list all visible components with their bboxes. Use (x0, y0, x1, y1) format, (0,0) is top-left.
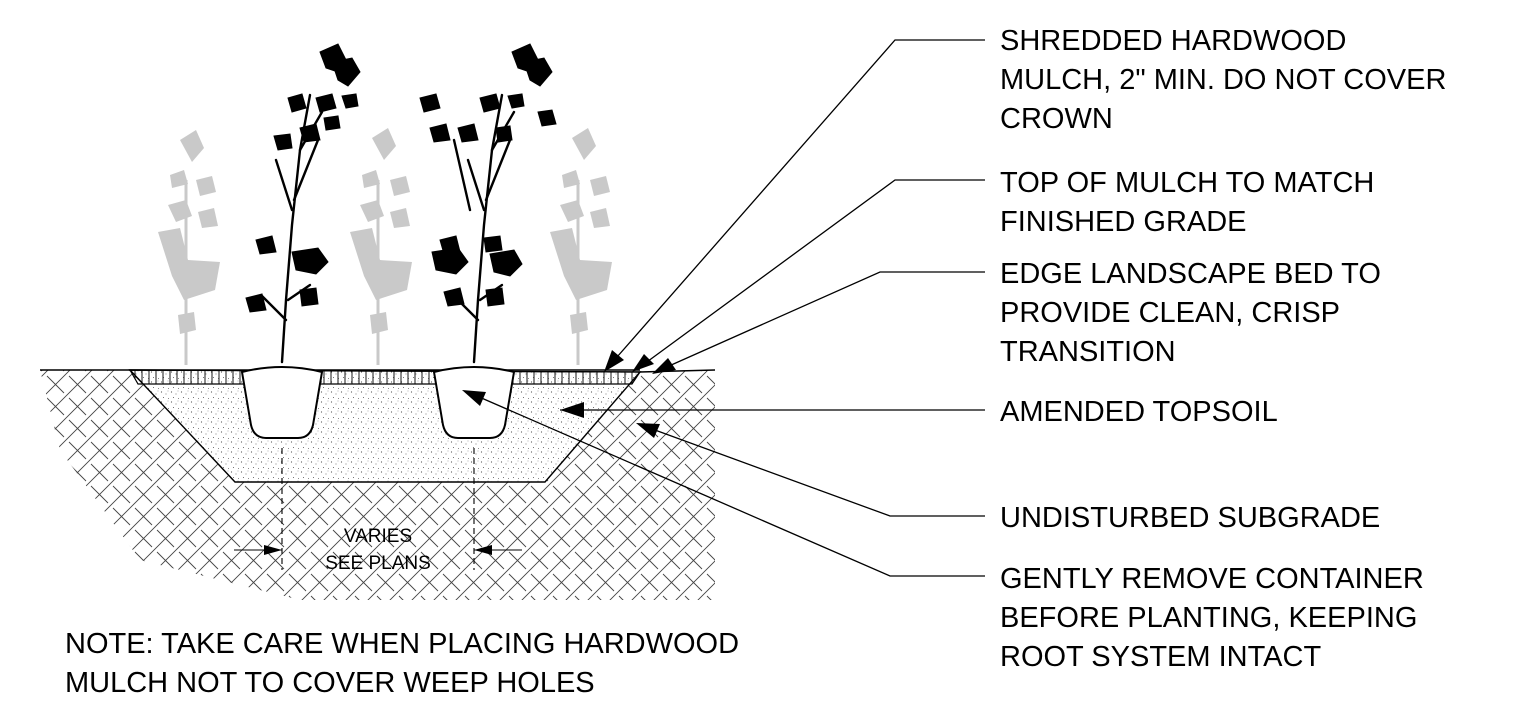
callout-top-of-mulch: TOP OF MULCH TO MATCH FINISHED GRADE (1000, 167, 1374, 238)
root-ball-right (432, 366, 516, 439)
svg-text:AMENDED TOPSOIL: AMENDED TOPSOIL (1000, 396, 1278, 428)
callout-topsoil: AMENDED TOPSOIL (1000, 396, 1278, 428)
callout-mulch: SHREDDED HARDWOOD MULCH, 2" MIN. DO NOT … (1000, 25, 1446, 135)
leader-edge (652, 271, 985, 374)
dimension-label-varies: VARIES (344, 526, 412, 547)
leader-top-of-mulch (632, 179, 985, 372)
svg-text:CROWN: CROWN (1000, 103, 1113, 135)
dimension-label-see-plans: SEE PLANS (325, 553, 431, 574)
leader-subgrade (636, 423, 985, 517)
svg-text:TRANSITION: TRANSITION (1000, 336, 1176, 368)
undisturbed-subgrade (40, 369, 716, 600)
leader-container (462, 390, 985, 577)
callout-edge: EDGE LANDSCAPE BED TO PROVIDE CLEAN, CRI… (1000, 258, 1381, 368)
svg-text:GENTLY REMOVE CONTAINER: GENTLY REMOVE CONTAINER (1000, 563, 1424, 595)
svg-text:NOTE: TAKE CARE WHEN PLACING H: NOTE: TAKE CARE WHEN PLACING HARDWOOD (65, 628, 739, 660)
svg-text:MULCH NOT TO COVER WEEP HOLES: MULCH NOT TO COVER WEEP HOLES (65, 667, 595, 699)
svg-text:SHREDDED HARDWOOD: SHREDDED HARDWOOD (1000, 25, 1346, 57)
black-plant-right (419, 43, 557, 364)
gray-plant-1 (158, 130, 220, 365)
svg-text:FINISHED GRADE: FINISHED GRADE (1000, 206, 1247, 238)
gray-plant-2 (350, 128, 412, 365)
svg-text:PROVIDE CLEAN, CRISP: PROVIDE CLEAN, CRISP (1000, 297, 1340, 329)
hardwood-mulch-layer (128, 369, 642, 385)
root-ball-left (240, 366, 324, 439)
callout-subgrade: UNDISTURBED SUBGRADE (1000, 502, 1380, 534)
svg-text:BEFORE PLANTING, KEEPING: BEFORE PLANTING, KEEPING (1000, 602, 1417, 634)
svg-text:MULCH, 2" MIN. DO NOT COVER: MULCH, 2" MIN. DO NOT COVER (1000, 64, 1446, 96)
gray-plant-3 (550, 128, 612, 365)
svg-text:UNDISTURBED SUBGRADE: UNDISTURBED SUBGRADE (1000, 502, 1380, 534)
leader-mulch (604, 39, 985, 372)
leader-topsoil (560, 402, 985, 418)
svg-text:TOP OF MULCH TO MATCH: TOP OF MULCH TO MATCH (1000, 167, 1374, 199)
black-plant-left (245, 43, 361, 364)
planting-note: NOTE: TAKE CARE WHEN PLACING HARDWOOD MU… (65, 628, 739, 699)
callout-container: GENTLY REMOVE CONTAINER BEFORE PLANTING,… (1000, 563, 1424, 673)
svg-text:EDGE LANDSCAPE BED TO: EDGE LANDSCAPE BED TO (1000, 258, 1381, 290)
spacing-dimension: VARIES SEE PLANS (234, 448, 522, 574)
svg-text:ROOT SYSTEM INTACT: ROOT SYSTEM INTACT (1000, 641, 1321, 673)
